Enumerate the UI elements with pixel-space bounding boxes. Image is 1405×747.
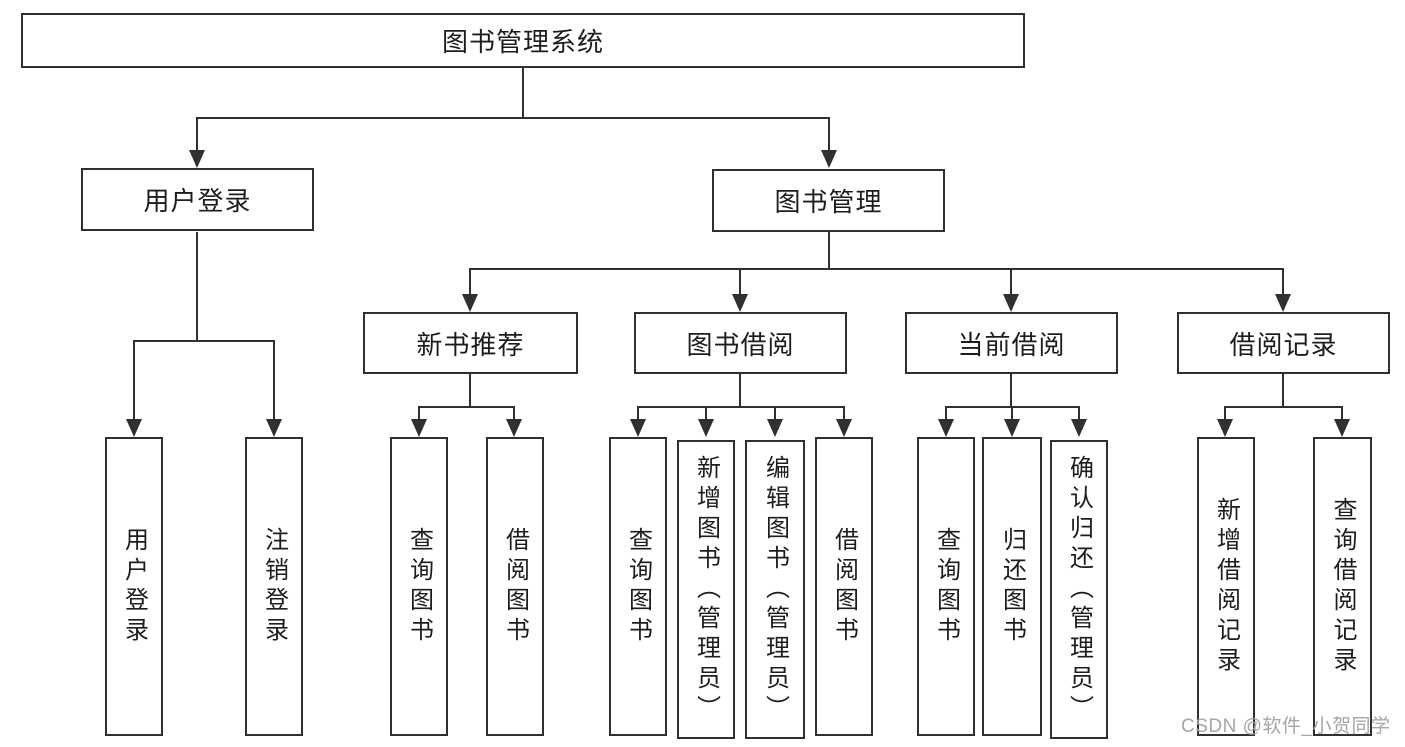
connector-line (273, 340, 275, 421)
arrowhead-icon (1003, 294, 1019, 312)
connector-line (1010, 268, 1012, 296)
arrowhead-icon (266, 419, 282, 437)
connector-line (469, 268, 1284, 270)
connector-line (843, 406, 845, 421)
connector-line (1224, 406, 1343, 408)
connector-line (637, 406, 639, 421)
connector-line (133, 340, 275, 342)
connector-line (705, 406, 707, 421)
node-current-borrow: 当前借阅 (905, 312, 1118, 374)
node-leaf-query-borrow-record: 查询借阅记录 (1313, 437, 1372, 736)
arrowhead-icon (630, 419, 646, 437)
node-user-login: 用户登录 (81, 168, 314, 231)
connector-line (1341, 406, 1343, 421)
node-leaf-return-books: 归还图书 (982, 437, 1042, 736)
connector-line (739, 374, 741, 406)
node-leaf-query-books-recommend: 查询图书 (390, 437, 448, 736)
arrowhead-icon (732, 294, 748, 312)
connector-line (513, 406, 515, 421)
connector-line (828, 232, 830, 268)
connector-line (774, 406, 776, 421)
connector-line (196, 232, 198, 340)
arrowhead-icon (767, 419, 783, 437)
arrowhead-icon (126, 419, 142, 437)
csdn-watermark: CSDN @软件_小贺同学 (1181, 716, 1391, 737)
node-book-borrow: 图书借阅 (634, 312, 847, 374)
node-book-management: 图书管理 (712, 169, 945, 232)
node-leaf-query-books-current: 查询图书 (917, 437, 975, 736)
node-leaf-user-login: 用户登录 (105, 437, 163, 736)
node-leaf-confirm-return-admin: 确认归还（管理员） (1050, 440, 1108, 739)
node-root: 图书管理系统 (21, 13, 1025, 68)
node-leaf-edit-books-admin: 编辑图书（管理员） (745, 440, 805, 739)
node-leaf-query-books-borrow: 查询图书 (609, 437, 667, 736)
connector-line (1078, 406, 1080, 421)
arrowhead-icon (698, 419, 714, 437)
connector-line (739, 268, 741, 296)
arrowhead-icon (1071, 419, 1087, 437)
connector-line (945, 406, 947, 421)
connector-line (133, 340, 135, 421)
connector-line (196, 117, 198, 153)
arrowhead-icon (462, 294, 478, 312)
connector-line (418, 406, 515, 408)
connector-line (1011, 406, 1013, 421)
node-leaf-add-borrow-record: 新增借阅记录 (1197, 437, 1255, 736)
connector-line (1282, 268, 1284, 296)
node-borrow-records: 借阅记录 (1177, 312, 1390, 374)
connector-line (637, 406, 845, 408)
arrowhead-icon (1217, 419, 1233, 437)
connector-line (469, 268, 471, 296)
arrowhead-icon (836, 419, 852, 437)
arrowhead-icon (938, 419, 954, 437)
arrowhead-icon (1275, 294, 1291, 312)
arrowhead-icon (1334, 419, 1350, 437)
arrowhead-icon (821, 150, 837, 168)
connector-line (522, 68, 524, 117)
node-new-book-recommend: 新书推荐 (363, 312, 578, 374)
connector-line (1282, 374, 1284, 406)
connector-line (469, 374, 471, 406)
arrowhead-icon (411, 419, 427, 437)
arrowhead-icon (189, 150, 205, 168)
connector-line (828, 117, 830, 153)
arrowhead-icon (506, 419, 522, 437)
connector-line (1224, 406, 1226, 421)
node-leaf-add-books-admin: 新增图书（管理员） (677, 440, 735, 739)
arrowhead-icon (1004, 419, 1020, 437)
connector-line (196, 117, 830, 119)
connector-line (1010, 374, 1012, 406)
node-leaf-logout: 注销登录 (245, 437, 303, 736)
connector-line (418, 406, 420, 421)
node-leaf-borrow-books-recommend: 借阅图书 (486, 437, 544, 736)
node-leaf-borrow-books: 借阅图书 (815, 437, 873, 736)
